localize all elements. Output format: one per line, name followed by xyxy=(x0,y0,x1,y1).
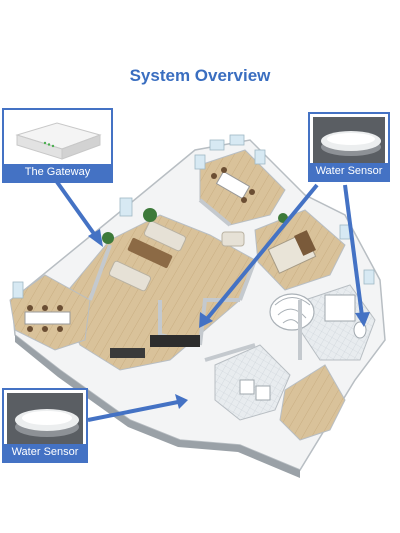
gateway-arrowhead xyxy=(88,229,103,247)
pointer-arrows xyxy=(55,180,370,422)
gateway-device-icon xyxy=(7,113,108,165)
page-title: System Overview xyxy=(129,66,271,85)
water-sensor-left-callout: Water Sensor xyxy=(2,388,88,463)
water-sensor-right-arrowhead-2 xyxy=(355,312,370,327)
gateway-arrow xyxy=(55,180,99,240)
lower-hall-floor xyxy=(279,364,346,441)
gateway-label: The Gateway xyxy=(4,164,111,181)
dining-table-left xyxy=(24,305,71,332)
water-sensor-right-callout: Water Sensor xyxy=(308,112,390,182)
dining-table-upper xyxy=(211,167,255,203)
water-sensor-right-label: Water Sensor xyxy=(310,163,388,180)
gateway-callout: The Gateway xyxy=(2,108,113,183)
water-sensor-right-arrow-2 xyxy=(343,184,364,317)
water-sensor-left-arrowhead xyxy=(175,394,188,409)
water-sensor-left-label: Water Sensor xyxy=(4,444,86,461)
windows xyxy=(12,134,375,299)
bed xyxy=(267,230,317,274)
sofa-set xyxy=(108,220,245,292)
laundry-machines xyxy=(239,379,271,401)
kitchen-counter xyxy=(110,335,200,358)
water-sensor-icon xyxy=(313,117,385,164)
water-sensor-right-arrow-1 xyxy=(204,183,319,322)
water-sensor-left-arrow xyxy=(87,400,179,422)
bathroom-fixtures xyxy=(324,294,367,339)
water-sensor-right-arrowhead-1 xyxy=(199,312,213,328)
staircase xyxy=(269,293,315,331)
water-sensor-icon xyxy=(7,393,83,445)
